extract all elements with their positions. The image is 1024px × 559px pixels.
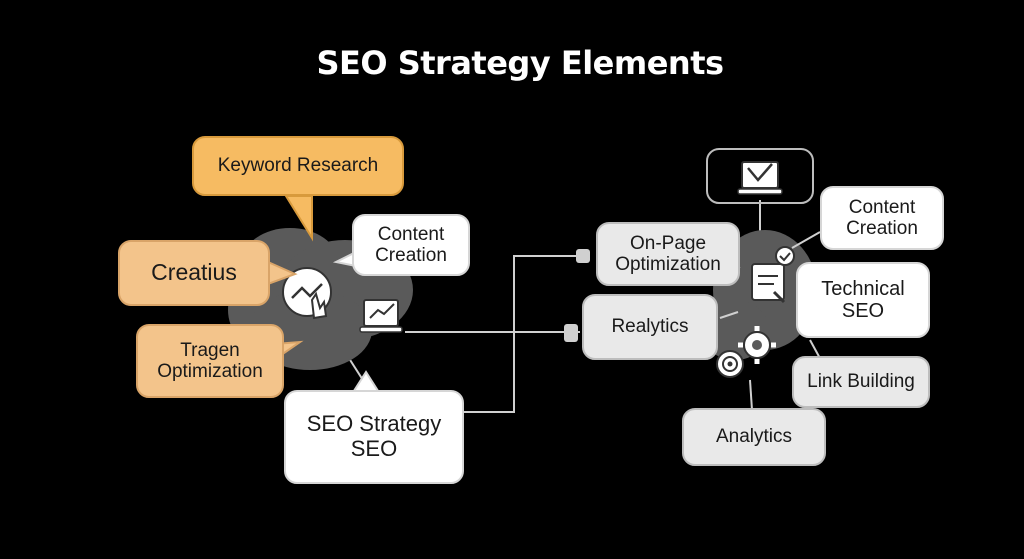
node-seo-strategy: SEO Strategy SEO [284,390,464,484]
laptop-chart-icon [359,299,403,333]
node-tragen-optimization: Tragen Optimization [136,324,284,398]
search-chart-icon [282,267,332,320]
node-content-creation-left: Content Creation [352,214,470,276]
node-content-creation-right: Content Creation [820,186,944,250]
target-icon [716,350,744,378]
node-link-building: Link Building [792,356,930,408]
node-laptop-icon-box [706,148,814,204]
node-technical-seo: Technical SEO [796,262,930,338]
connector-endcap [576,249,590,263]
node-creatius: Creatius [118,240,270,306]
node-analytics: Analytics [682,408,826,466]
diagram-title: SEO Strategy Elements [316,44,724,82]
laptop-check-icon [737,161,783,195]
node-keyword-research: Keyword Research [192,136,404,196]
gear-icon [738,326,776,364]
connector-strategy-to-onpage [462,255,580,413]
connector-endcap [564,324,578,342]
connector-right-hub-to-analytics [749,379,753,411]
node-realytics: Realytics [582,294,718,360]
node-on-page-optimization: On-Page Optimization [596,222,740,286]
document-check-icon [751,246,795,304]
speech-tails [267,195,382,395]
